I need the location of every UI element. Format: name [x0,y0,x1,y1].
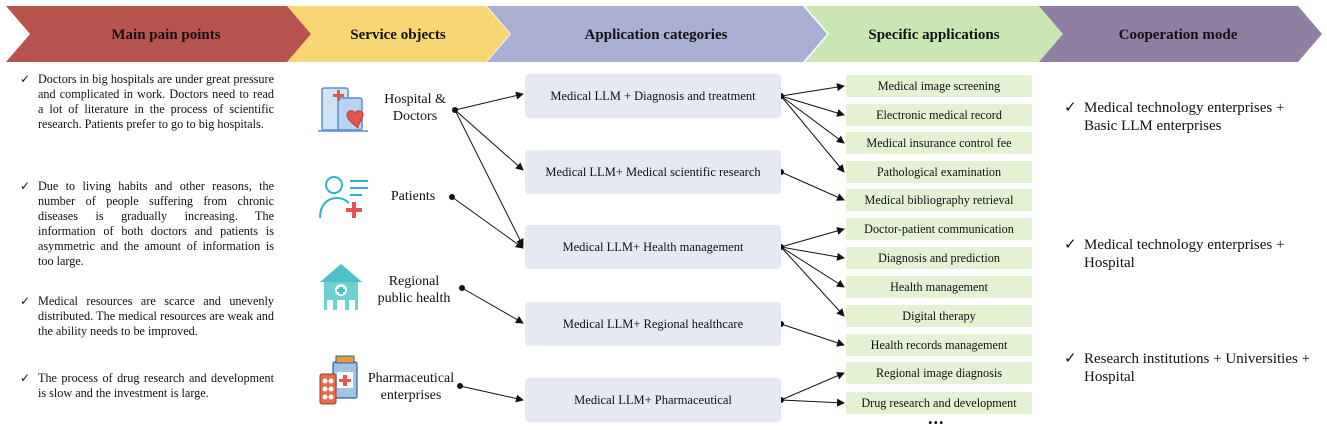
connector-line [451,196,524,249]
cooperation-mode-text: Research institutions + Universities + H… [1084,351,1311,385]
pain-point-item: ✓ Medical resources are scarce and uneve… [20,294,274,339]
service-object-hospital-doctors: Hospital & Doctors [384,92,446,124]
connector-line [780,246,845,261]
connector-line [780,246,845,317]
connectors-categories-to-applications [778,83,845,407]
header-row: Main pain points Service objects Applica… [6,6,1322,62]
application-box: Pathological examination [846,161,1032,183]
application-box: Medical bibliography retrieval [846,189,1032,211]
pain-point-text: Medical resources are scarce and unevenl… [38,294,274,338]
cooperation-mode-text: Medical technology enterprises + Hospita… [1084,237,1285,271]
cooperation-mode-text: Medical technology enterprises + Basic L… [1084,100,1285,134]
pain-point-item: ✓ Doctors in big hospitals are under gre… [20,72,274,132]
check-mark-icon: ✓ [20,294,31,308]
header-specific-shape [805,6,1064,62]
service-object-pharmaceutical-enterprises: Pharmaceutical enterprises [367,371,455,403]
check-mark-icon: ✓ [1064,100,1077,116]
connector-line [461,287,524,324]
connector-line [780,95,845,117]
connector-line [454,91,524,111]
application-box: Regional image diagnosis [846,362,1032,384]
pain-point-text: Due to living habits and other reasons, … [38,179,274,268]
connector-line [780,227,845,248]
cooperation-mode-item: ✓ Research institutions + Universities +… [1064,350,1314,386]
connector-line [780,83,845,97]
category-box: Medical LLM+ Regional healthcare [525,302,781,346]
check-mark-icon: ✓ [1064,351,1077,367]
application-box: Electronic medical record [846,104,1032,126]
pain-point-text: The process of drug research and develop… [38,371,274,400]
more-ellipsis: ... [928,408,945,428]
header-specific-applications: Specific applications [868,27,999,43]
check-mark-icon: ✓ [1064,237,1077,253]
connector-line [780,95,845,144]
application-box: Medical image screening [846,75,1032,97]
connector-line [459,385,524,403]
header-pain-points: Main pain points [111,27,220,43]
service-object-regional-public-health: Regional public health [377,274,451,306]
connector-line [780,171,845,201]
connector-line [780,398,845,407]
cooperation-mode-item: ✓ Medical technology enterprises + Basic… [1064,99,1314,135]
application-box: Digital therapy [846,305,1032,327]
category-box: Medical LLM+ Health management [525,225,781,269]
application-box: Health records management [846,334,1032,356]
category-box: Medical LLM + Diagnosis and treatment [525,74,781,118]
cooperation-mode-item: ✓ Medical technology enterprises + Hospi… [1064,236,1314,272]
check-mark-icon: ✓ [20,179,31,193]
header-service-objects: Service objects [350,27,446,43]
hospital-icon [318,87,368,132]
header-cooperation-mode: Cooperation mode [1119,27,1238,43]
application-box: Drug research and development [846,392,1032,414]
application-box: Health management [846,276,1032,298]
header-categories-shape [487,6,827,62]
application-box: Diagnosis and prediction [846,247,1032,269]
check-mark-icon: ✓ [20,72,31,86]
connector-line [780,95,845,173]
header-service-objects-shape [287,6,510,62]
patient-icon [319,176,368,219]
category-box: Medical LLM+ Pharmaceutical [525,378,781,422]
header-application-categories: Application categories [585,27,728,43]
connector-line [780,246,845,288]
check-mark-icon: ✓ [20,371,31,385]
connectors-objects-to-categories [449,91,524,403]
pain-point-item: ✓ Due to living habits and other reasons… [20,179,274,269]
category-box: Medical LLM+ Medical scientific research [525,150,781,194]
application-box: Doctor-patient communication [846,218,1032,240]
header-pain-points-shape [6,6,318,62]
service-object-patients: Patients [390,189,436,204]
application-box: Medical insurance control fee [846,132,1032,154]
connector-line [780,372,845,401]
pain-point-item: ✓ The process of drug research and devel… [20,371,274,401]
connector-line [454,109,524,171]
pharmaceutical-icon [319,355,358,405]
pain-point-text: Doctors in big hospitals are under great… [38,72,274,131]
header-cooperation-shape [1039,6,1322,62]
public-health-icon [320,264,362,310]
connector-line [454,109,524,247]
connector-line [780,323,845,347]
